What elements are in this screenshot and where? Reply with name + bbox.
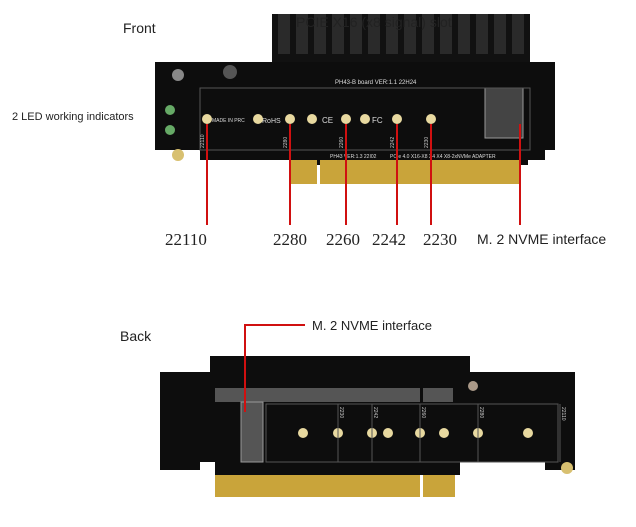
slot-title: PCIE X16 (x8 signal) slot	[296, 14, 452, 30]
slot-fin	[404, 14, 416, 54]
slot-fin	[278, 14, 290, 54]
gold-fingers-long	[320, 160, 520, 184]
led-label: 2 LED working indicators	[12, 111, 134, 123]
rohs-mark: RoHS	[262, 118, 281, 125]
mount-hole	[172, 149, 184, 161]
slot-fin	[332, 14, 344, 54]
standoff-hole	[202, 114, 212, 124]
capacitor	[172, 69, 184, 81]
standoff-hole	[253, 114, 263, 124]
back-gold-fingers-long	[215, 475, 420, 497]
slot-fin	[476, 14, 488, 54]
front-board: PH43-B board VER:1.1 22H24 PH43 VER:1.3 …	[155, 14, 555, 184]
callout-m2-back: M. 2 NVME interface	[312, 318, 432, 333]
front-heading: Front	[123, 20, 156, 36]
callout-22110: 22110	[165, 230, 207, 249]
standoff-hole	[392, 114, 402, 124]
callout-2230: 2230	[423, 230, 457, 249]
position-label: 2280	[478, 407, 484, 418]
standoff-hole	[341, 114, 351, 124]
slot-pins	[215, 388, 420, 402]
ce-mark: CE	[322, 116, 333, 125]
back-callout-line	[244, 324, 305, 412]
m2-connector-front	[484, 87, 524, 139]
slot-fin	[386, 14, 398, 54]
m2-connector-back	[240, 401, 264, 463]
slot-fin	[296, 14, 308, 54]
slot-fin	[458, 14, 470, 54]
position-label: 22110	[560, 407, 566, 421]
back-pcb	[160, 356, 575, 475]
position-label: 2230	[424, 137, 430, 148]
position-label: 2242	[372, 407, 378, 418]
slot-fin	[314, 14, 326, 54]
callout-2260: 2260	[326, 230, 360, 249]
back-board: 2230 2242 2260 2280 22110	[160, 356, 575, 497]
position-label: 2230	[338, 407, 344, 418]
board-model-text: PH43-B board VER:1.1 22H24	[335, 80, 417, 86]
callout-m2-front: M. 2 NVME interface	[477, 231, 607, 247]
slot-fin	[440, 14, 452, 54]
back-gold-fingers-short	[423, 475, 455, 497]
standoff-hole	[426, 114, 436, 124]
slot-fin	[494, 14, 506, 54]
slot-fin	[422, 14, 434, 54]
standoff-hole	[298, 428, 308, 438]
position-label: 2280	[283, 137, 289, 148]
standoff-hole	[383, 428, 393, 438]
slot-fin	[350, 14, 362, 54]
standoff-hole	[360, 114, 370, 124]
fc-mark: FC	[372, 116, 383, 125]
callout-2280: 2280	[273, 230, 307, 249]
led-indicator-2	[165, 125, 175, 135]
position-label: 2260	[420, 407, 426, 418]
standoff-hole	[439, 428, 449, 438]
mount-hole-back	[561, 462, 573, 474]
standoff-hole	[523, 428, 533, 438]
callout-2242: 2242	[372, 230, 406, 249]
position-label: 2260	[339, 137, 345, 148]
led-indicator-1	[165, 105, 175, 115]
made-in-text: MADE IN PRC	[212, 118, 245, 124]
board-ver-text: PH43 VER:1.3 22I02	[330, 154, 377, 160]
inductor	[223, 65, 237, 79]
standoff-hole	[285, 114, 295, 124]
slot-fin	[368, 14, 380, 54]
back-heading: Back	[120, 328, 152, 344]
screw-back	[468, 381, 478, 391]
standoff-hole	[307, 114, 317, 124]
position-label: 2242	[390, 137, 396, 148]
slot-fin	[512, 14, 524, 54]
board-adapter-text: PCIe 4.0 X16-X8 X4 X4 X8-2xNVMe ADAPTER	[390, 154, 496, 160]
position-label: 22110	[200, 134, 206, 148]
gold-fingers-short	[290, 160, 317, 184]
